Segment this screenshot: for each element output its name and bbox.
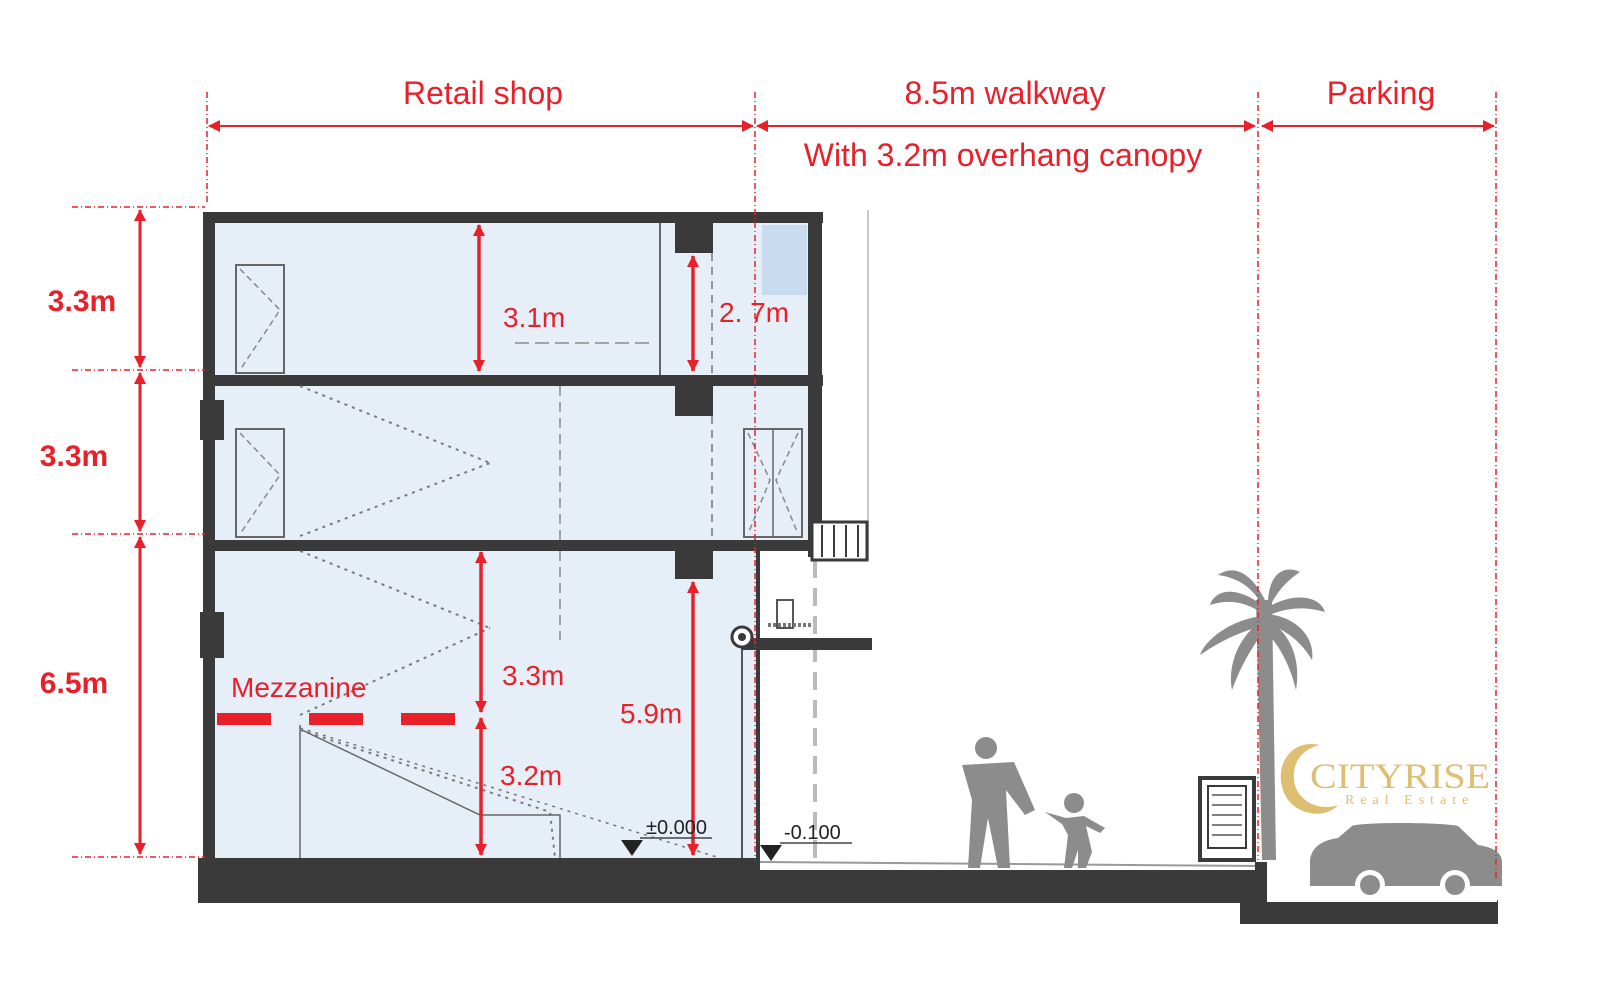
- signage-bracket: [776, 599, 794, 629]
- walkway-label: 8.5m walkway: [905, 75, 1106, 111]
- front-wall: [808, 212, 822, 557]
- adult-head: [975, 737, 997, 759]
- level-outside: -0.100: [784, 822, 841, 844]
- roof-slab: [203, 212, 823, 223]
- floor-1-height-label: 6.5m: [40, 667, 108, 700]
- double-door: [743, 428, 803, 538]
- watermark-logo: CITYRISE Real Estate: [1280, 743, 1490, 814]
- canopy: [742, 638, 872, 650]
- ground-lower-clear-label: 3.2m: [500, 760, 562, 791]
- palm-fronds: [1200, 569, 1325, 690]
- kiosk-unit: [1198, 776, 1256, 862]
- child-head: [1064, 793, 1084, 813]
- rear-wall: [203, 212, 215, 860]
- walkway-slab: [760, 870, 1260, 903]
- ground-slab: [198, 858, 760, 903]
- watermark-tagline: Real Estate: [1345, 793, 1474, 808]
- car-wheel: [1445, 875, 1465, 895]
- dimension-labels: Retail shop 8.5m walkway With 3.2m overh…: [40, 75, 1435, 791]
- building-section: [200, 210, 872, 860]
- floor-2-height-label: 3.3m: [40, 440, 108, 473]
- floor-3-slab: [203, 375, 823, 386]
- ground-upper-clear-label: 3.3m: [502, 660, 564, 691]
- car-wheel: [1360, 875, 1380, 895]
- level-markers: ±0.000 -0.100: [621, 817, 852, 861]
- ground: [198, 858, 1498, 924]
- top-beam-clear-label: 2. 7m: [719, 297, 789, 328]
- palm-trunk: [1256, 600, 1276, 860]
- beam: [675, 386, 713, 416]
- beam: [675, 551, 713, 579]
- level-inside: ±0.000: [646, 817, 707, 839]
- ground-beam-clear-label: 5.9m: [620, 698, 682, 729]
- wall-bump: [200, 612, 224, 658]
- glazing-panel: [762, 225, 807, 295]
- car-body: [1310, 823, 1502, 886]
- floor-2-slab: [203, 540, 823, 551]
- mezzanine-label: Mezzanine: [231, 672, 366, 703]
- logo-swirl: [1280, 743, 1338, 814]
- beam: [675, 223, 713, 253]
- palm-tree: [1200, 569, 1325, 860]
- retail-shop-label: Retail shop: [403, 75, 563, 111]
- adult-body: [962, 762, 1035, 868]
- level-triangle: [621, 840, 643, 856]
- people-silhouette: [962, 737, 1105, 868]
- parking-slab: [1240, 900, 1498, 924]
- stair-flight: [301, 729, 561, 858]
- dimension-lines: [72, 92, 1497, 880]
- car-silhouette: [1310, 823, 1502, 900]
- canopy-fixing: [738, 633, 746, 641]
- canopy-label: With 3.2m overhang canopy: [804, 137, 1202, 173]
- top-clear-height-label: 3.1m: [503, 302, 565, 333]
- watermark-brand: CITYRISE: [1310, 756, 1490, 796]
- parking-surface: [1267, 888, 1497, 902]
- wall-bump: [200, 400, 224, 440]
- child-body: [1045, 812, 1105, 868]
- door: [235, 428, 285, 538]
- level-triangle: [760, 845, 782, 861]
- door: [235, 264, 285, 374]
- floor-3-height-label: 3.3m: [48, 285, 116, 318]
- floor-1-interior: [215, 550, 760, 860]
- parking-label: Parking: [1327, 75, 1436, 111]
- floor-2-interior: [215, 385, 810, 540]
- curb: [1255, 862, 1267, 902]
